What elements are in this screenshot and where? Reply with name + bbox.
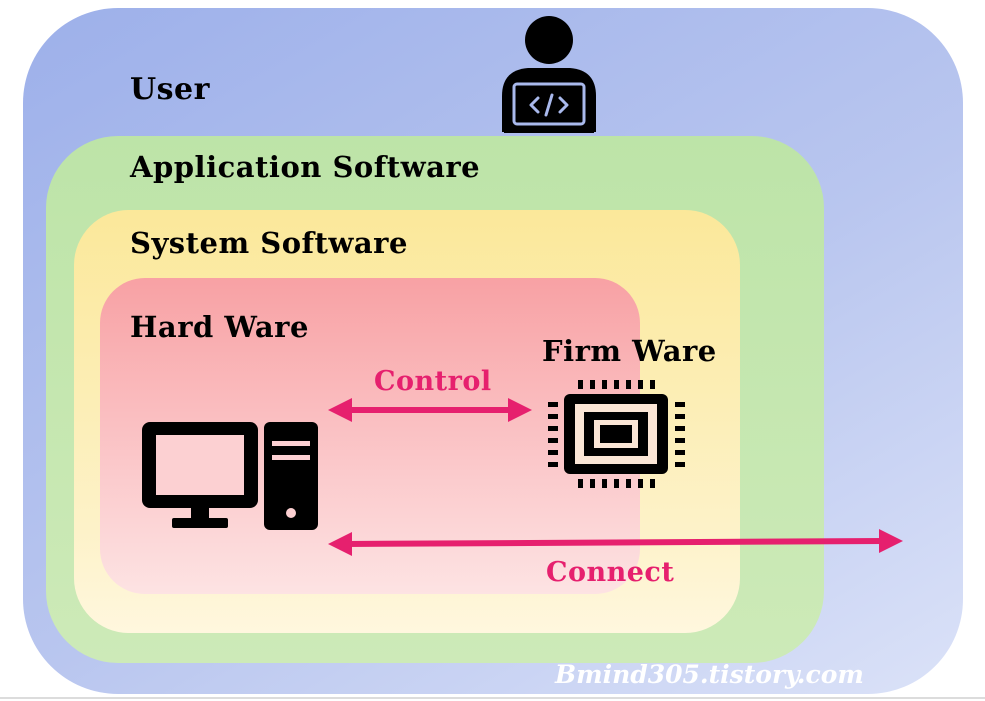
watermark: Bmind305.tistory.com: [555, 660, 864, 689]
hardware-label: Hard Ware: [130, 310, 309, 344]
application-software-label: Application Software: [130, 150, 481, 184]
microchip-icon: [548, 380, 685, 488]
connect-label: Connect: [546, 557, 675, 588]
user-with-laptop-code-icon: [502, 16, 596, 133]
control-arrow: [328, 398, 532, 422]
system-software-label: System Software: [130, 226, 408, 260]
desktop-computer-icon: [142, 422, 318, 530]
control-label: Control: [374, 366, 492, 397]
bottom-divider: [0, 697, 985, 699]
connect-arrow: [328, 529, 903, 556]
firmware-label: Firm Ware: [542, 334, 717, 368]
user-label: User: [130, 72, 210, 107]
